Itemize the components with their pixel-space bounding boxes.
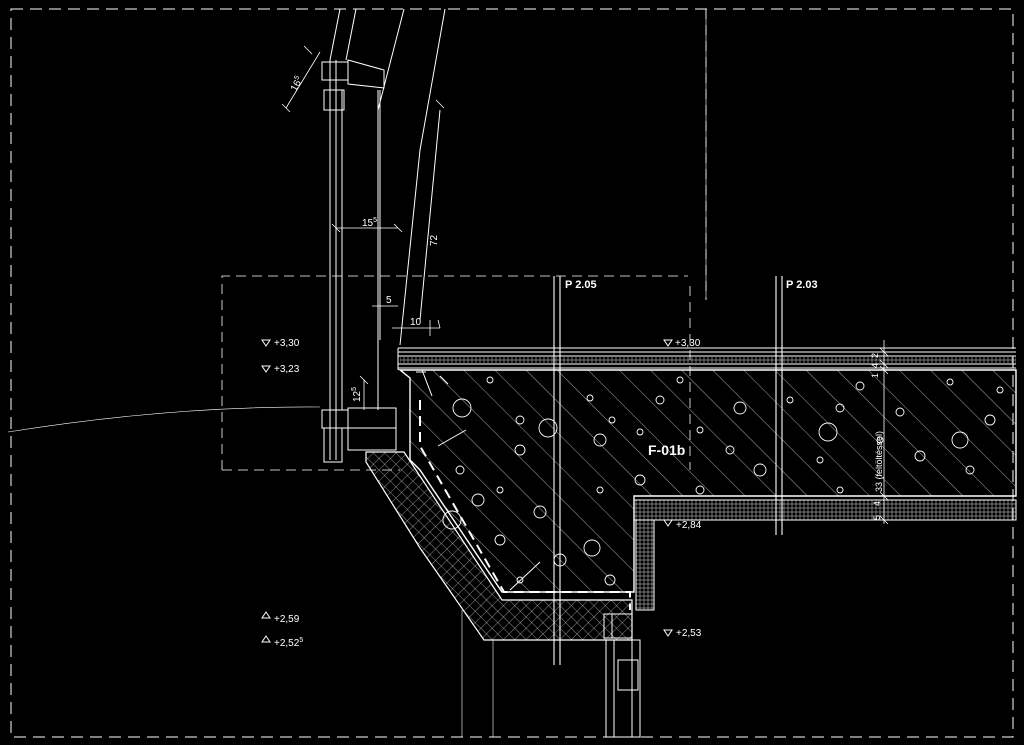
level-253-lower: +2,53	[676, 628, 702, 639]
aggregate-circle	[494, 534, 506, 546]
layer-dim-4b: 4	[872, 501, 882, 506]
layer-dim-4a: 4	[870, 363, 880, 368]
aggregate-circle	[636, 428, 644, 436]
aggregate-circle	[455, 465, 465, 475]
glazing-frame	[321, 8, 446, 463]
layer-dim-33: 33 (feltöltéssel)	[874, 431, 884, 492]
layer-dim-2: 2	[870, 353, 880, 358]
dim-12: 125	[351, 387, 363, 402]
axis-label-p205: P 2.05	[565, 279, 597, 291]
floor-layers	[397, 347, 1016, 370]
aggregate-circle	[996, 386, 1004, 394]
aggregate-circle	[452, 398, 472, 418]
anchor-bolts	[416, 369, 541, 591]
lower-frame	[603, 613, 641, 738]
level-323-left: +3,23	[274, 364, 300, 375]
dim-15: 155	[362, 217, 377, 229]
aggregate-circle	[835, 403, 845, 413]
aggregate-circle	[725, 445, 735, 455]
aggregate-circle	[816, 456, 824, 464]
aggregate-circle	[895, 407, 905, 417]
aggregate-circle	[695, 485, 705, 495]
aggregate-circle	[655, 395, 665, 405]
aggregate-circle	[515, 415, 525, 425]
aggregate-circle	[593, 433, 607, 447]
level-284-underside: +2,84	[676, 520, 702, 531]
aggregate-circle	[786, 396, 794, 404]
aggregate-circles	[442, 376, 1004, 586]
axis-lines	[553, 276, 783, 665]
aggregate-circle	[586, 394, 594, 402]
aggregate-circle	[984, 414, 996, 426]
level-259-left: +2,59	[274, 614, 300, 625]
aggregate-circle	[965, 465, 975, 475]
aggregate-circle	[676, 376, 684, 384]
aggregate-circle	[733, 401, 747, 415]
aggregate-circle	[533, 505, 547, 519]
level-markers	[261, 339, 673, 643]
layer-dim-5: 5	[872, 515, 882, 520]
dim-5: 5	[386, 295, 392, 306]
screed-layer	[400, 357, 1016, 363]
level-2525-left: +2,525	[274, 637, 303, 649]
layer-dimension-chain	[879, 340, 889, 525]
dimension-lines	[281, 45, 445, 410]
level-330-left: +3,30	[274, 338, 300, 349]
aggregate-circle	[818, 422, 838, 442]
dim-72: 72	[429, 234, 440, 246]
slab-label: F-01b	[648, 442, 685, 458]
aggregate-circle	[516, 576, 524, 584]
sheet-border	[10, 8, 1014, 738]
aggregate-circle	[946, 378, 954, 386]
aggregate-circle	[855, 381, 865, 391]
aggregate-circle	[608, 416, 616, 424]
dim-10: 10	[410, 317, 422, 328]
aggregate-circle	[596, 486, 604, 494]
aggregate-circle	[696, 426, 704, 434]
aggregate-circle	[583, 539, 601, 557]
reinforcement-line	[419, 400, 631, 610]
aggregate-circle	[876, 436, 884, 444]
aggregate-circle	[496, 486, 504, 494]
aggregate-circle	[914, 450, 926, 462]
aggregate-circle	[634, 474, 646, 486]
aggregate-circle	[471, 493, 485, 507]
aggregate-circle	[951, 431, 969, 449]
aggregate-circle	[538, 418, 558, 438]
axis-label-p203: P 2.03	[786, 279, 818, 291]
aggregate-circle	[836, 486, 844, 494]
aggregate-circle	[514, 444, 526, 456]
reference-lines	[7, 9, 707, 737]
concrete-slab	[398, 369, 1017, 593]
aggregate-circle	[753, 463, 767, 477]
dim-angle-16: 165	[288, 74, 306, 93]
underside-insulation	[633, 499, 1017, 611]
aggregate-circle	[604, 574, 616, 586]
level-330-slab: +3,30	[675, 338, 701, 349]
layer-dim-1: 1	[870, 373, 880, 378]
aggregate-circle	[486, 376, 494, 384]
